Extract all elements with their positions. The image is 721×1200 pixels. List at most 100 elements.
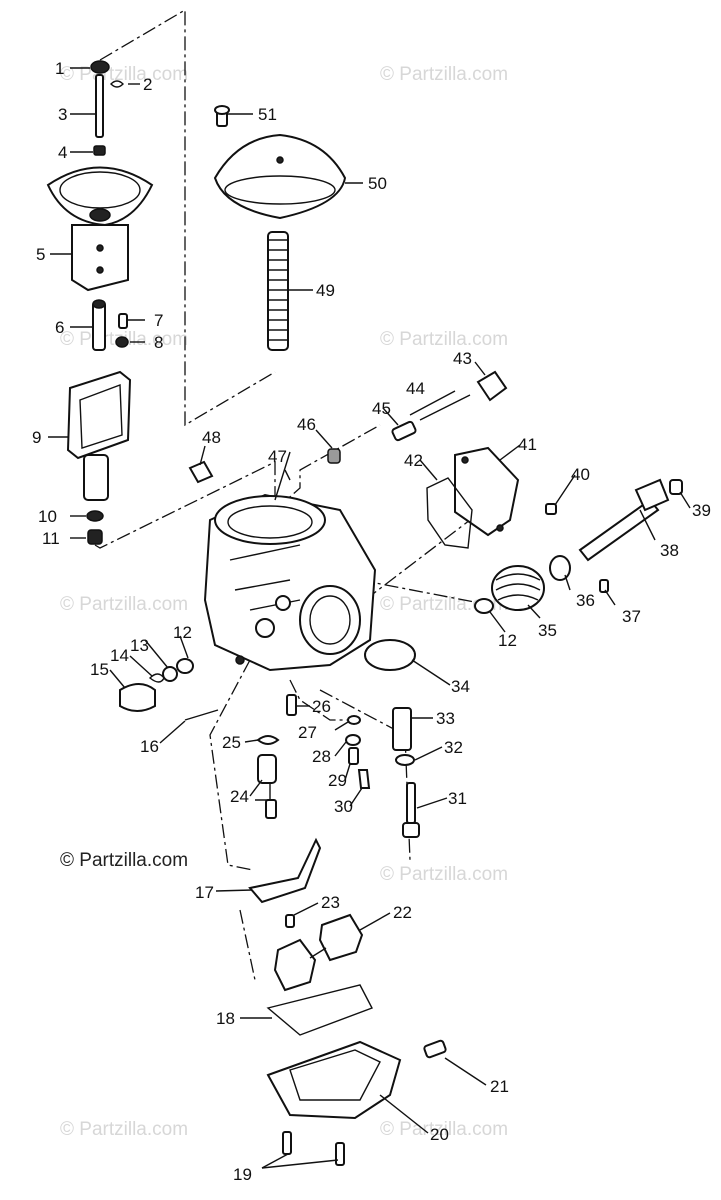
- part-label: 41: [518, 435, 537, 454]
- part-label: 21: [490, 1077, 509, 1096]
- part-11-plug: [87, 529, 103, 545]
- part-label: 44: [406, 379, 425, 398]
- part-label: 26: [312, 697, 331, 716]
- part-label: 27: [298, 723, 317, 742]
- part-label: 32: [444, 738, 463, 757]
- part-21-drain-screw: [423, 1039, 447, 1059]
- part-31-screw: [402, 782, 420, 838]
- part-number-labels: 1 2 3 4 5 6 7 8 9 10 11 12 13 14 15 16 1…: [32, 59, 711, 1184]
- part-48-fitting: [188, 460, 214, 484]
- part-24-valve: [255, 754, 277, 819]
- part-4-washer: [93, 145, 106, 156]
- part-15-cap: [119, 683, 156, 712]
- part-3-needle: [95, 74, 104, 138]
- part-12-seal-right: [474, 598, 494, 614]
- part-50-top-cover: [213, 133, 347, 220]
- part-25-clip: [256, 735, 280, 745]
- part-label: 18: [216, 1009, 235, 1028]
- part-38-shaft: [578, 478, 670, 562]
- part-49-spring: [267, 231, 289, 351]
- part-16-screw: [184, 709, 219, 721]
- part-label: 30: [334, 797, 353, 816]
- part-label: 39: [692, 501, 711, 520]
- part-42-gasket: [426, 477, 473, 549]
- part-45-plunger: [391, 420, 417, 442]
- part-35-spring: [491, 565, 545, 611]
- part-33-spring: [392, 707, 412, 751]
- part-label: 45: [372, 399, 391, 418]
- part-label: 38: [660, 541, 679, 560]
- part-9-throttle-slide: [66, 370, 132, 501]
- part-label: 5: [36, 245, 45, 264]
- part-label: 13: [130, 636, 149, 655]
- watermark: © Partzilla.com: [60, 64, 188, 85]
- part-13-bushing: [162, 666, 178, 682]
- part-17-bracket: [248, 837, 322, 904]
- part-label: 14: [110, 646, 129, 665]
- part-43-nut: [476, 370, 508, 402]
- part-14-clip: [148, 673, 165, 683]
- part-label: 47: [268, 447, 287, 466]
- part-label: 1: [55, 59, 64, 78]
- part-label: 4: [58, 143, 67, 162]
- part-28-washer: [345, 734, 361, 746]
- part-label: 12: [498, 631, 517, 650]
- part-8-washer: [115, 336, 129, 348]
- part-2-clip: [110, 80, 124, 88]
- part-label: 20: [430, 1125, 449, 1144]
- part-44-spring: [419, 394, 471, 421]
- part-label: 9: [32, 428, 41, 447]
- part-label: 36: [576, 591, 595, 610]
- part-label: 31: [448, 789, 467, 808]
- watermark: © Partzilla.com: [380, 1119, 508, 1140]
- part-label: 3: [58, 105, 67, 124]
- part-label: 25: [222, 733, 241, 752]
- part-20-float-bowl: [266, 1040, 402, 1120]
- part-26-jet: [286, 694, 297, 716]
- part-label: 15: [90, 660, 109, 679]
- carburetor-body: [203, 493, 377, 672]
- part-label: 12: [173, 623, 192, 642]
- part-label: 51: [258, 105, 277, 124]
- part-34-diaphragm: [364, 639, 416, 671]
- part-label: 11: [42, 529, 60, 548]
- part-label: 8: [154, 333, 163, 352]
- part-1-nut: [90, 60, 110, 74]
- part-47-gasket: [274, 451, 291, 501]
- part-label: 48: [202, 428, 221, 447]
- part-19-screws: [282, 1131, 345, 1166]
- part-32-washer: [395, 754, 415, 766]
- part-label: 23: [321, 893, 340, 912]
- part-27-o-ring: [347, 715, 361, 725]
- part-label: 29: [328, 771, 347, 790]
- leader-lines: [48, 67, 691, 1169]
- part-label: 43: [453, 349, 472, 368]
- part-label: 37: [622, 607, 641, 626]
- part-18-gasket: [266, 984, 373, 1036]
- part-label: 6: [55, 318, 64, 337]
- part-label: 16: [140, 737, 159, 756]
- part-label: 24: [230, 787, 249, 806]
- part-23-pin: [285, 914, 295, 928]
- part-36-collar: [549, 555, 571, 581]
- part-29-spring: [348, 747, 359, 765]
- watermark: © Partzilla.com: [380, 329, 508, 350]
- part-label: 49: [316, 281, 335, 300]
- part-label: 17: [195, 883, 214, 902]
- watermarks: © Partzilla.com © Partzilla.com © Partzi…: [60, 64, 508, 1140]
- watermark: © Partzilla.com: [60, 1119, 188, 1140]
- part-12-seal-left: [176, 658, 194, 674]
- part-6-spring-pin: [92, 299, 106, 351]
- part-10-o-ring: [86, 510, 104, 522]
- part-37-screw: [599, 579, 609, 593]
- part-label: 42: [404, 451, 423, 470]
- part-40-screw: [545, 503, 557, 515]
- part-22-float: [273, 913, 364, 992]
- part-7-screw: [118, 313, 128, 329]
- part-label: 33: [436, 709, 455, 728]
- watermark: © Partzilla.com: [380, 64, 508, 85]
- part-label: 2: [143, 75, 152, 94]
- watermark: © Partzilla.com: [380, 864, 508, 885]
- part-label: 50: [368, 174, 387, 193]
